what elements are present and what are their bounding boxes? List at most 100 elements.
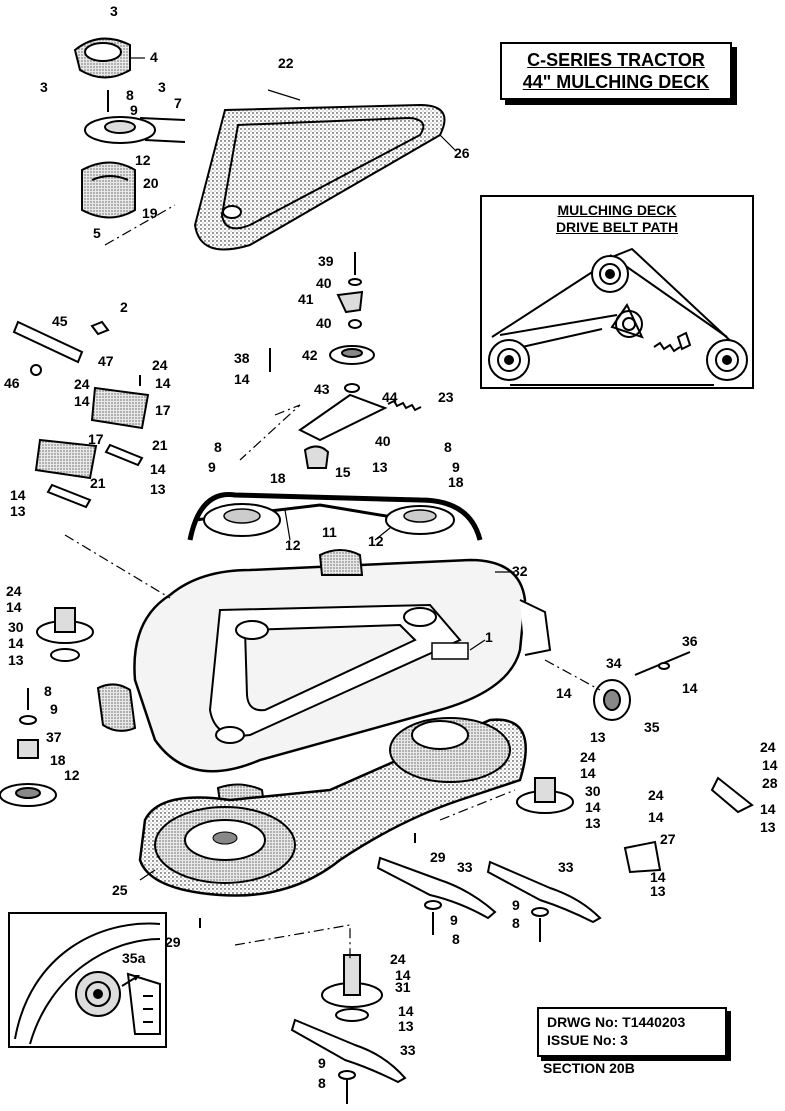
callout-14: 14	[155, 375, 171, 391]
callout-9: 9	[50, 701, 58, 717]
callout-14: 14	[650, 869, 666, 885]
callout-30: 30	[8, 619, 24, 635]
lower-left-pulley	[0, 688, 57, 807]
callout-14: 14	[760, 801, 776, 817]
blade-bolts	[199, 833, 549, 1104]
callout-26: 26	[454, 145, 470, 161]
callout-20: 20	[143, 175, 159, 191]
callout-46: 46	[4, 375, 20, 391]
callout-24: 24	[152, 357, 168, 373]
callout-38: 38	[234, 350, 250, 366]
callout-24: 24	[648, 787, 664, 803]
title-line-2: 44" MULCHING DECK	[522, 72, 710, 92]
callout-5: 5	[93, 225, 101, 241]
callout-47: 47	[98, 353, 114, 369]
callout-14: 14	[150, 461, 166, 477]
blades	[290, 856, 602, 1084]
callout-12: 12	[285, 537, 301, 553]
callout-9: 9	[452, 459, 460, 475]
title-line-1: C-SERIES TRACTOR	[527, 50, 705, 70]
issue-number: ISSUE No: 3	[547, 1032, 628, 1048]
callout-30: 30	[585, 783, 601, 799]
drawing-number: DRWG No: T1440203	[547, 1014, 686, 1030]
callout-28: 28	[762, 775, 778, 791]
idler-assembly	[298, 252, 422, 469]
right-brackets	[623, 776, 754, 874]
callout-14: 14	[234, 371, 250, 387]
callout-4: 4	[150, 49, 158, 65]
callout-14: 14	[585, 799, 601, 815]
callout-22: 22	[278, 55, 294, 71]
callout-24: 24	[580, 749, 596, 765]
callout-12: 12	[368, 533, 384, 549]
detail-view-35a	[8, 912, 167, 1048]
deck-cover	[193, 103, 446, 251]
callout-14: 14	[762, 757, 778, 773]
callout-1: 1	[485, 629, 493, 645]
callout-9: 9	[512, 897, 520, 913]
left-hardware	[12, 320, 271, 509]
callout-23: 23	[438, 389, 454, 405]
callout-36: 36	[682, 633, 698, 649]
callout-13: 13	[760, 819, 776, 835]
callout-8: 8	[44, 683, 52, 699]
callout-13: 13	[8, 652, 24, 668]
callout-9: 9	[130, 102, 138, 118]
callout-14: 14	[398, 1003, 414, 1019]
callout-33: 33	[558, 859, 574, 875]
callout-45: 45	[52, 313, 68, 329]
callout-41: 41	[298, 291, 314, 307]
callout-labels: 3 3 3 4 8 9 7 12 20 19 5 22 26 39 40 41 …	[4, 3, 778, 1091]
callout-8: 8	[126, 87, 134, 103]
section-label: SECTION 20B	[543, 1060, 635, 1076]
callout-29: 29	[430, 849, 446, 865]
callout-13: 13	[150, 481, 166, 497]
callout-14: 14	[556, 685, 572, 701]
callout-25: 25	[112, 882, 128, 898]
callout-43: 43	[314, 381, 330, 397]
callout-14: 14	[682, 680, 698, 696]
callout-39: 39	[318, 253, 334, 269]
assembly-lines	[64, 204, 601, 960]
callout-35: 35	[644, 719, 660, 735]
callout-7: 7	[174, 95, 182, 111]
belt-path-inset: MULCHING DECK DRIVE BELT PATH	[480, 195, 754, 389]
callout-19: 19	[142, 205, 158, 221]
callout-12: 12	[135, 152, 151, 168]
drawing-number-box: DRWG No: T1440203 ISSUE No: 3	[537, 1007, 727, 1057]
title-box: C-SERIES TRACTOR 44" MULCHING DECK	[500, 42, 732, 100]
callout-27: 27	[660, 831, 676, 847]
callout-13: 13	[372, 459, 388, 475]
callout-8: 8	[452, 931, 460, 947]
callout-33: 33	[457, 859, 473, 875]
callout-44: 44	[382, 389, 398, 405]
callout-24: 24	[6, 583, 22, 599]
callout-3: 3	[158, 79, 166, 95]
upper-pulley-assembly	[73, 37, 186, 219]
leader-lines	[130, 57, 515, 881]
callout-31: 31	[395, 979, 411, 995]
callout-14: 14	[395, 967, 411, 983]
callout-9: 9	[450, 912, 458, 928]
callout-18: 18	[448, 474, 464, 490]
detail-drawing	[14, 922, 161, 1045]
callout-3: 3	[40, 79, 48, 95]
inset-title-line-2: DRIVE BELT PATH	[555, 219, 679, 235]
callout-18: 18	[50, 752, 66, 768]
callout-14: 14	[648, 809, 664, 825]
callout-32: 32	[512, 563, 528, 579]
callout-37: 37	[46, 729, 62, 745]
callout-24: 24	[760, 739, 776, 755]
belt-path-drawing	[488, 247, 748, 386]
callout-40: 40	[316, 315, 332, 331]
callout-9: 9	[318, 1055, 326, 1071]
callout-8: 8	[214, 439, 222, 455]
callout-24: 24	[74, 376, 90, 392]
callout-3: 3	[110, 3, 118, 19]
spindles	[36, 607, 574, 1022]
callout-11: 11	[322, 524, 337, 540]
callout-8: 8	[444, 439, 452, 455]
callout-2: 2	[120, 299, 128, 315]
